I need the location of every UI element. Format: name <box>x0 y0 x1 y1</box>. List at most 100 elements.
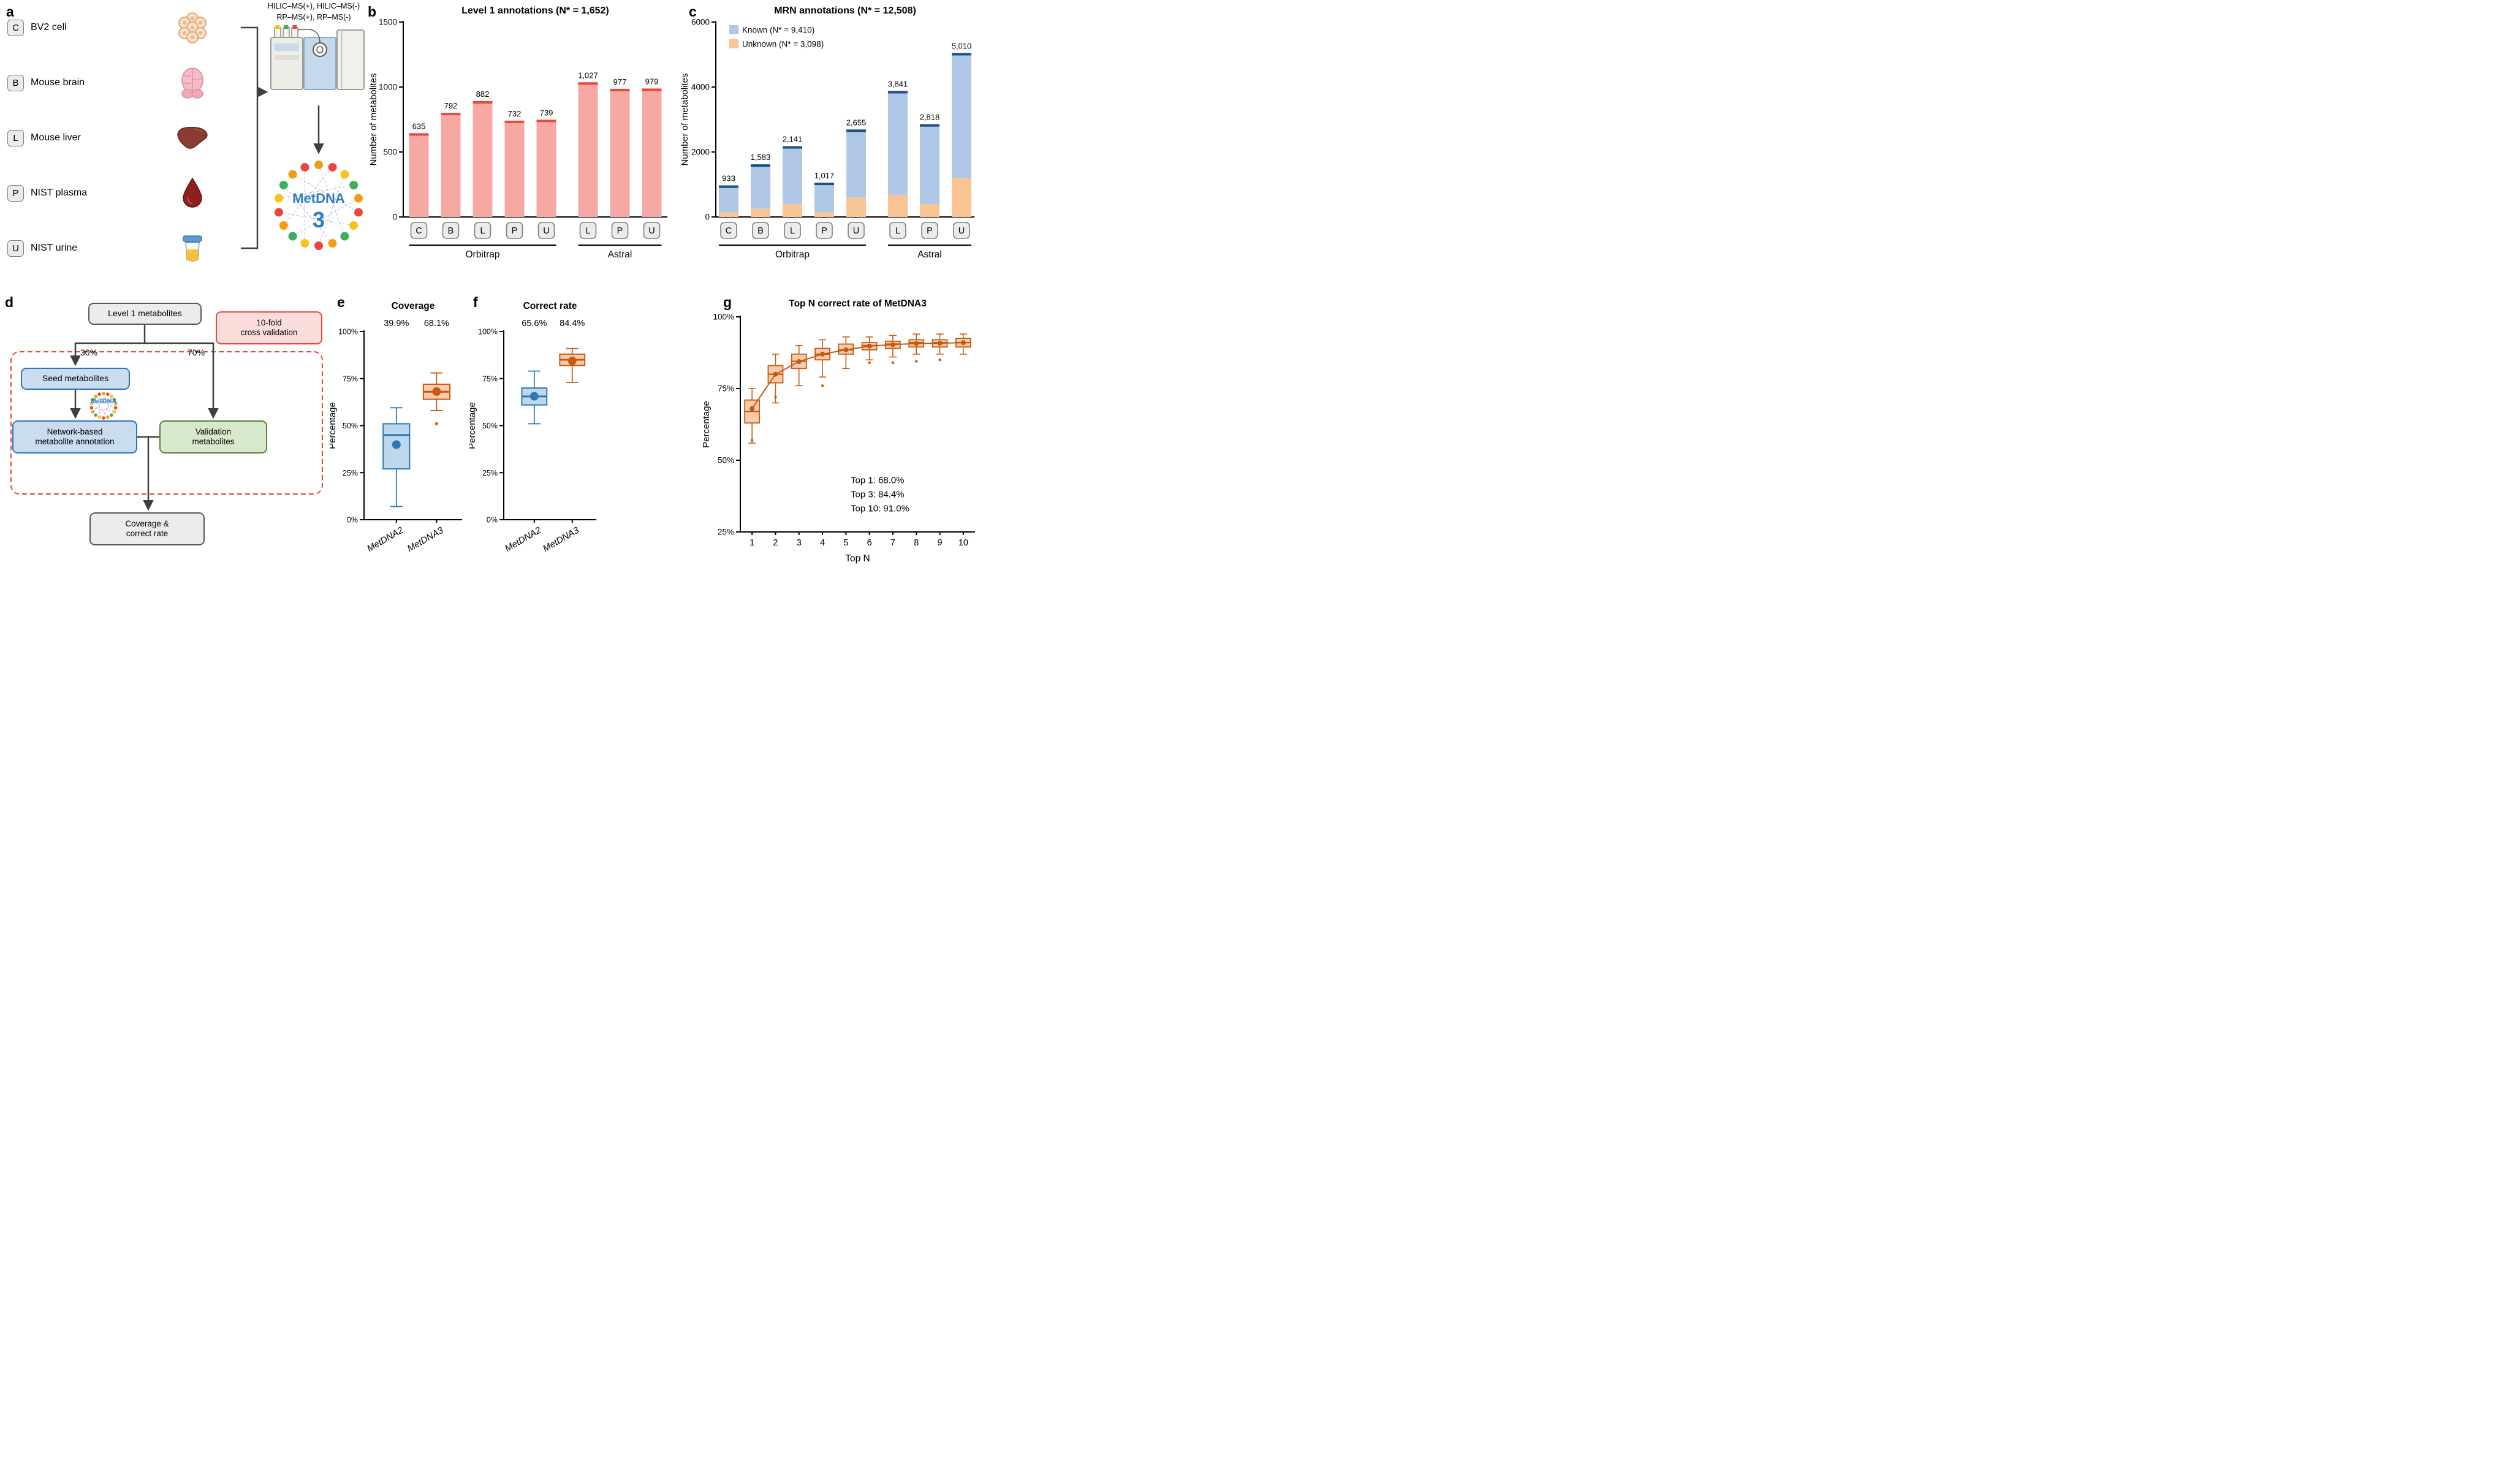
svg-text:977: 977 <box>613 77 627 86</box>
svg-text:P: P <box>927 226 933 236</box>
svg-text:50%: 50% <box>482 422 498 430</box>
svg-text:9: 9 <box>938 538 943 548</box>
svg-text:MetDNA2: MetDNA2 <box>503 525 543 554</box>
flow-box-text: metabolite annotation <box>35 437 115 446</box>
svg-text:MetDNA2: MetDNA2 <box>365 525 405 554</box>
svg-text:50%: 50% <box>343 422 358 430</box>
stacked-bars <box>719 53 971 217</box>
flow-box-text: correct rate <box>126 529 169 538</box>
svg-text:6000: 6000 <box>691 18 710 27</box>
flow-box-text: Validation <box>195 427 232 436</box>
svg-text:MetDNA3: MetDNA3 <box>541 525 581 554</box>
svg-text:7: 7 <box>890 538 895 548</box>
sample-name: NIST plasma <box>31 188 88 198</box>
flow-box-network-annotation: Network-based metabolite annotation <box>12 420 137 454</box>
flow-box-text: Network-based <box>47 427 103 436</box>
svg-text:MRN annotations (N* = 12,508): MRN annotations (N* = 12,508) <box>774 6 916 16</box>
svg-text:0%: 0% <box>347 516 358 525</box>
svg-text:B: B <box>448 226 454 236</box>
svg-text:Unknown (N* = 3,098): Unknown (N* = 3,098) <box>742 40 824 49</box>
sample-name: NIST urine <box>31 243 78 253</box>
svg-text:10: 10 <box>958 538 968 548</box>
svg-text:U: U <box>958 226 965 236</box>
svg-text:4: 4 <box>820 538 825 548</box>
flow-box-text: 10-fold <box>256 317 282 327</box>
svg-text:5,010: 5,010 <box>952 41 972 50</box>
svg-text:L: L <box>790 226 795 236</box>
svg-text:100%: 100% <box>713 313 734 322</box>
svg-text:2,655: 2,655 <box>846 118 867 127</box>
box-plots <box>521 347 586 425</box>
metdna3-logo: MetDNA3 <box>275 161 363 250</box>
cells-icon <box>175 10 210 45</box>
correct-rate-box-plot: Correct rate0%25%50%75%100%Percentage65.… <box>469 301 596 554</box>
cross-validation-dashed-region <box>10 351 323 495</box>
sample-name: Mouse liver <box>31 132 81 143</box>
svg-text:U: U <box>853 226 859 236</box>
sample-code-badge: L <box>7 129 24 146</box>
svg-text:2: 2 <box>773 538 778 548</box>
panel-label-f: f <box>473 294 478 310</box>
svg-text:Top N correct rate of MetDNA3: Top N correct rate of MetDNA3 <box>789 298 927 309</box>
flow-box-text: Level 1 metabolites <box>108 308 182 319</box>
flow-box-coverage-correct-rate: Coverage & correct rate <box>89 512 205 545</box>
brain-icon <box>175 66 210 100</box>
svg-text:U: U <box>543 226 549 236</box>
svg-text:3,841: 3,841 <box>888 79 908 88</box>
svg-text:2000: 2000 <box>691 148 710 157</box>
svg-text:Top N: Top N <box>845 553 870 564</box>
svg-text:Percentage: Percentage <box>701 401 712 448</box>
svg-text:75%: 75% <box>482 374 498 383</box>
svg-text:1000: 1000 <box>379 83 397 92</box>
svg-text:979: 979 <box>645 77 659 86</box>
sample-code-badge: C <box>7 19 24 36</box>
svg-text:1,583: 1,583 <box>751 153 771 162</box>
svg-text:25%: 25% <box>718 528 734 537</box>
flow-box-text: Coverage & <box>125 518 169 528</box>
svg-text:4000: 4000 <box>691 83 710 92</box>
svg-text:2,141: 2,141 <box>783 135 803 144</box>
svg-text:L: L <box>585 226 590 236</box>
topn-correct-rate-box-plot: Top N correct rate of MetDNA325%50%75%10… <box>701 298 975 564</box>
svg-text:739: 739 <box>540 108 553 117</box>
svg-text:882: 882 <box>476 89 490 99</box>
svg-text:C: C <box>726 226 732 236</box>
svg-text:P: P <box>617 226 623 236</box>
sample-bracket <box>241 26 259 249</box>
svg-text:3: 3 <box>797 538 802 548</box>
ms-methods-line2: RP–MS(+), RP–MS(-) <box>276 12 351 21</box>
coverage-box-plot: Coverage0%25%50%75%100%Percentage39.9%Me… <box>330 301 462 554</box>
svg-text:1500: 1500 <box>379 18 397 27</box>
svg-text:1,027: 1,027 <box>578 70 598 80</box>
flow-box-cross-validation: 10-fold cross validation <box>216 311 322 344</box>
topn-annotations: Top 1: 68.0%Top 3: 84.4%Top 10: 91.0% <box>851 475 909 514</box>
svg-text:Number of metabolites: Number of metabolites <box>680 74 690 166</box>
sample-name: Mouse brain <box>31 77 85 88</box>
panel-label-d: d <box>5 294 14 310</box>
svg-text:Coverage: Coverage <box>392 301 435 311</box>
panel-label-a: a <box>6 4 14 20</box>
svg-text:2,818: 2,818 <box>920 113 940 122</box>
svg-text:Known (N* = 9,410): Known (N* = 9,410) <box>742 26 814 35</box>
legend: Known (N* = 9,410) Unknown (N* = 3,098) <box>729 25 824 49</box>
svg-text:Percentage: Percentage <box>469 402 477 449</box>
svg-text:0: 0 <box>392 213 397 222</box>
sample-row-l: L Mouse liver <box>7 110 210 165</box>
svg-text:732: 732 <box>508 109 522 118</box>
svg-text:Level 1 annotations (N* = 1,65: Level 1 annotations (N* = 1,652) <box>461 6 609 16</box>
flow-box-seed-metabolites: Seed metabolites <box>21 368 130 390</box>
svg-text:933: 933 <box>722 174 735 183</box>
svg-text:MetDNA: MetDNA <box>91 398 117 405</box>
svg-text:L: L <box>480 226 485 236</box>
flow-arrow-30pct <box>70 342 145 366</box>
flow-arrow-70pct <box>145 342 219 419</box>
blood-drop-icon <box>175 176 210 210</box>
svg-text:B: B <box>757 226 764 236</box>
